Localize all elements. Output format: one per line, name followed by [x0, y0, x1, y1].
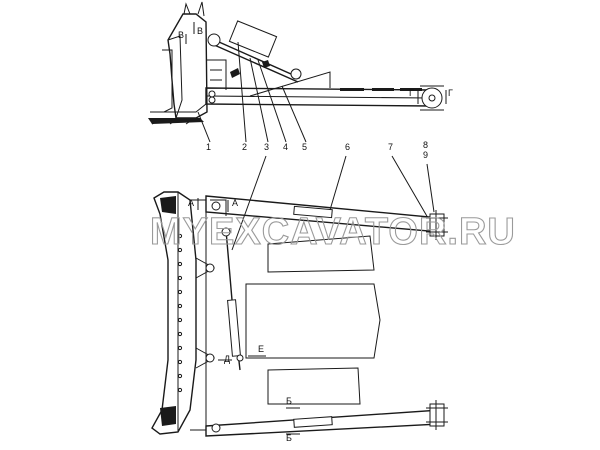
tractor-outline-upper — [267, 235, 375, 273]
section-mark-e: Е — [258, 344, 264, 354]
side-view: В В Г Г — [148, 1, 453, 125]
section-mark-b-bottom: Б — [286, 433, 292, 443]
callout-4: 4 — [283, 142, 288, 152]
plan-view: А А Б Б Д Е — [151, 191, 448, 443]
section-mark-g-left: Г — [409, 88, 414, 98]
callout-9: 9 — [423, 150, 428, 160]
callout-7: 7 — [388, 142, 393, 152]
callout-3: 3 — [264, 142, 269, 152]
plan-leaders — [231, 155, 435, 251]
callout-2: 2 — [242, 142, 247, 152]
top-callouts: 1 2 3 4 5 6 7 8 9 — [206, 140, 428, 160]
callout-8: 8 — [423, 140, 428, 150]
section-mark-g-right: Г — [448, 88, 453, 98]
section-mark-d: Д — [224, 354, 230, 364]
tractor-outline-middle — [245, 283, 381, 359]
tractor-outline-lower — [267, 367, 361, 405]
section-mark-a-right: А — [232, 198, 238, 208]
section-mark-v-right: В — [197, 26, 203, 36]
section-mark-a-left: А — [188, 198, 194, 208]
callout-5: 5 — [302, 142, 307, 152]
top-leaders — [197, 41, 307, 143]
watermark-text: MYEXCAVATOR.RU — [150, 211, 516, 253]
section-mark-v-left: В — [178, 30, 184, 40]
callout-6: 6 — [345, 142, 350, 152]
callout-1: 1 — [206, 142, 211, 152]
section-mark-b-top: Б — [286, 396, 292, 406]
